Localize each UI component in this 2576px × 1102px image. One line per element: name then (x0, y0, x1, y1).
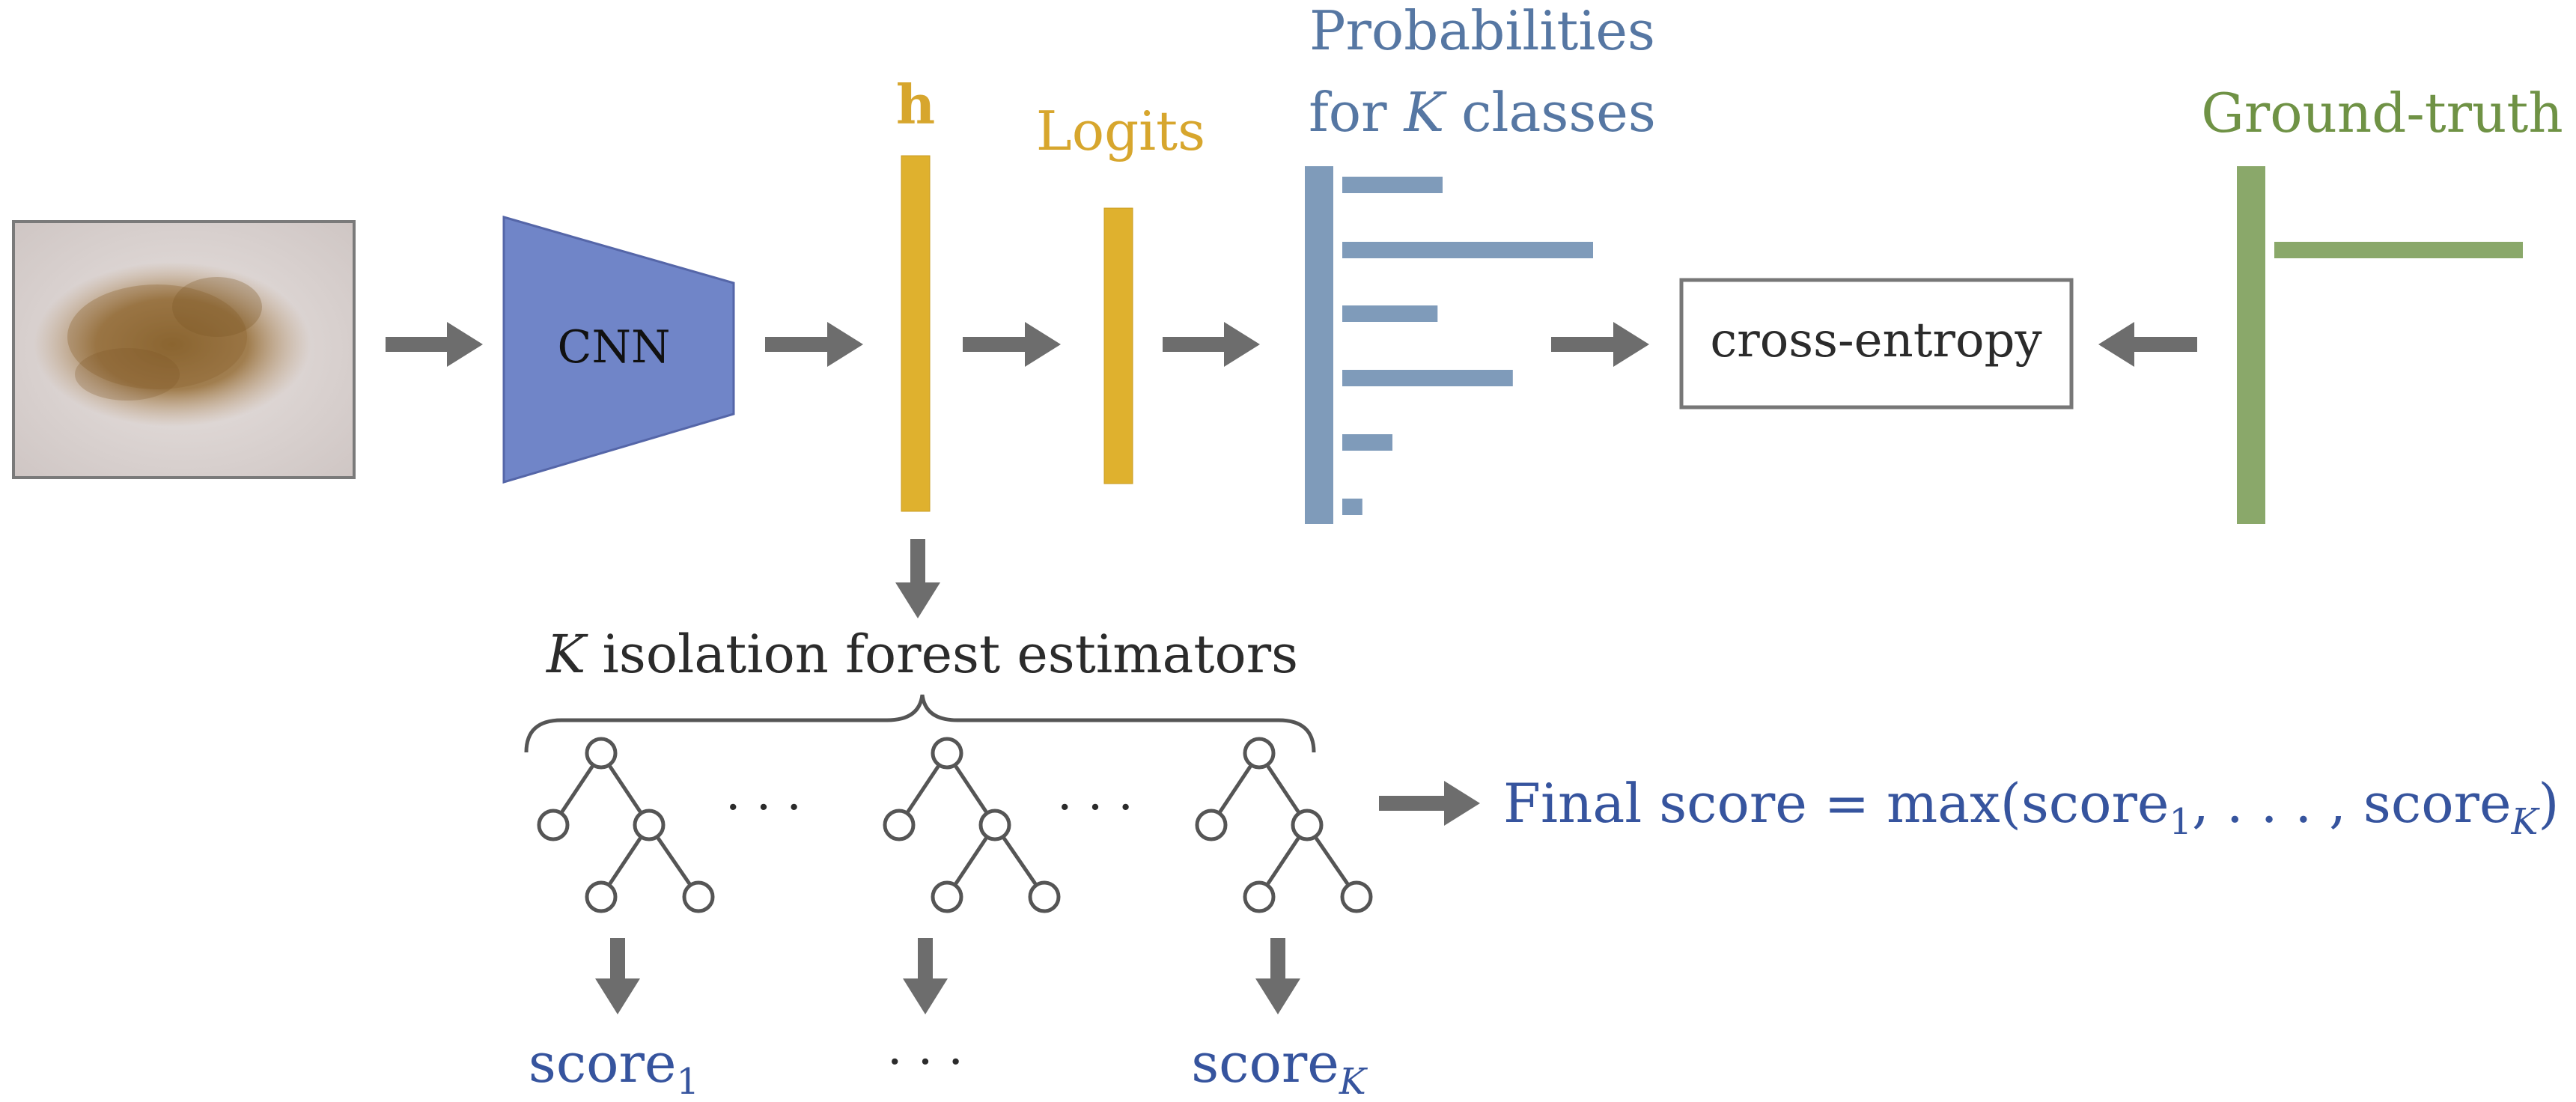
ground-truth-bar (2274, 242, 2523, 258)
probability-bars (1342, 177, 1593, 515)
ground-truth-vector (2237, 166, 2265, 524)
probabilities-label-line2: for K classes (1309, 81, 1656, 144)
arrow-icon (895, 539, 940, 618)
final-score-formula: Final score = max(score1, . . . , scoreK… (1503, 772, 2560, 843)
ground-truth-bars (2274, 242, 2523, 258)
cross-entropy-box: cross-entropy (1679, 278, 2074, 410)
arrow-icon (595, 938, 640, 1014)
probability-bar (1342, 370, 1513, 386)
probability-bar (1342, 242, 1593, 258)
score-k-label: scoreK (1191, 1032, 1368, 1102)
probability-bar (1342, 499, 1362, 515)
isolation-tree-icon (1197, 739, 1371, 911)
score-ellipsis: · · · (887, 1035, 963, 1090)
arrow-icon (1379, 781, 1480, 826)
arrows (386, 322, 2197, 1014)
arrow-icon (1551, 322, 1649, 367)
isolation-tree-icon (539, 739, 713, 911)
logits-label: Logits (1036, 100, 1205, 162)
logits-vector (1103, 207, 1133, 484)
h-label: h (896, 73, 935, 136)
cnn-block: CNN (502, 216, 735, 484)
probability-vector (1305, 166, 1333, 524)
isolation-forest-label: K isolation forest estimators (545, 624, 1298, 685)
arrow-icon (903, 938, 948, 1014)
cnn-label: CNN (558, 321, 671, 374)
arrow-icon (765, 322, 863, 367)
arrow-icon (386, 322, 483, 367)
arrow-icon (1255, 938, 1300, 1014)
probabilities-label-line1: Probabilities (1309, 0, 1655, 62)
tree-ellipsis-1: · · · (725, 780, 802, 835)
tree-ellipsis-2: · · · (1057, 780, 1133, 835)
probability-bar (1342, 434, 1392, 451)
arrow-icon (2098, 322, 2197, 367)
isolation-trees (539, 739, 1371, 911)
probability-bar (1342, 177, 1443, 193)
curly-brace (524, 694, 1316, 753)
cross-entropy-label: cross-entropy (1710, 313, 2041, 368)
input-image (12, 220, 356, 479)
arrow-icon (1163, 322, 1260, 367)
probability-bar (1342, 305, 1438, 322)
score-1-label: score1 (529, 1032, 699, 1102)
feature-vector-h (901, 155, 931, 512)
ground-truth-label: Ground-truth (2201, 82, 2563, 144)
isolation-tree-icon (885, 739, 1059, 911)
arrow-icon (963, 322, 1061, 367)
